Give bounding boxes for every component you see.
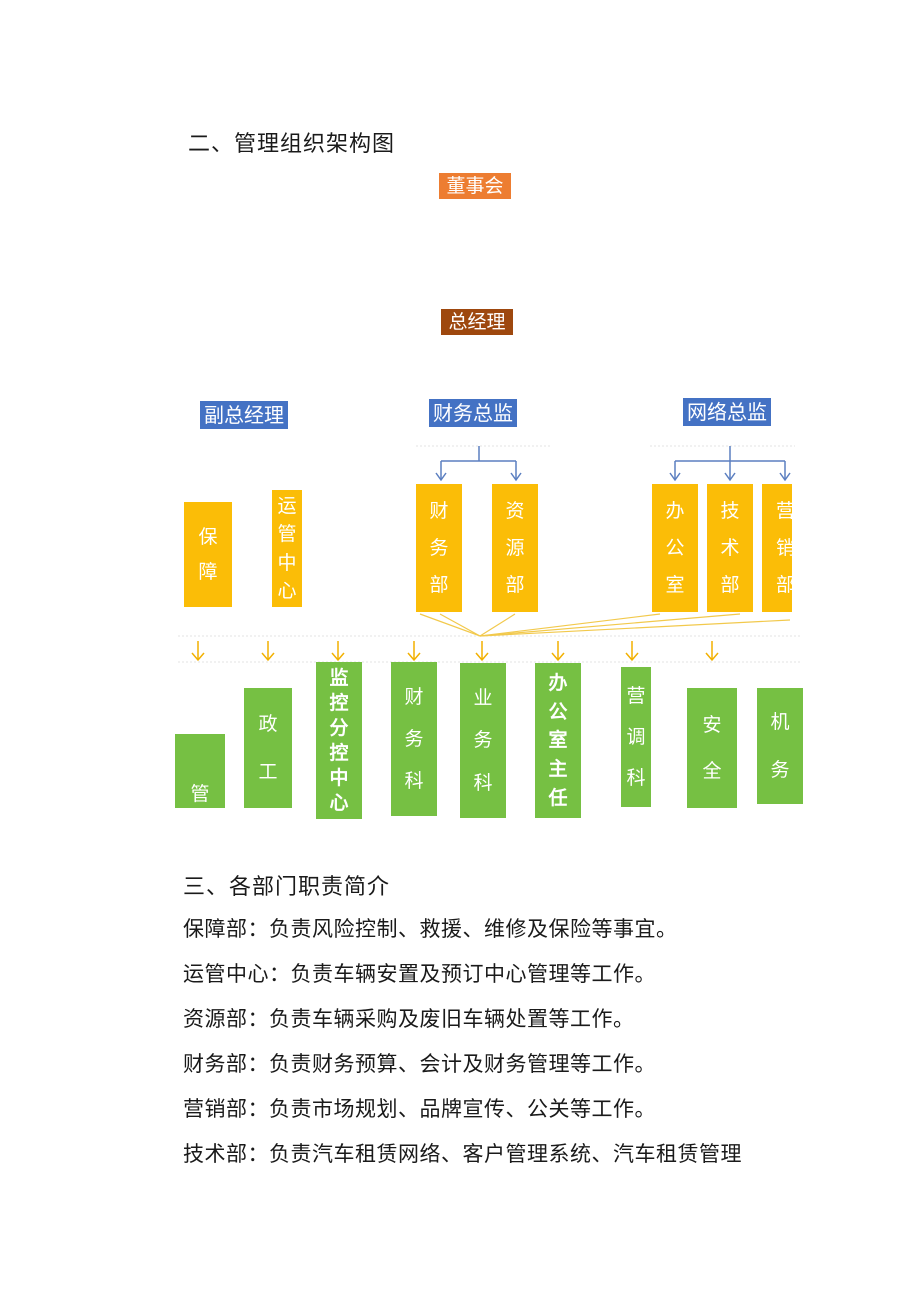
duty-line: 财务部：负责财务预算、会计及财务管理等工作。	[183, 1052, 656, 1076]
network-director-box: 网络总监	[683, 398, 771, 426]
dept-box-resource: 资源部	[492, 484, 538, 612]
duty-line: 运管中心：负责车辆安置及预订中心管理等工作。	[183, 962, 656, 986]
dept-box-baozhang: 保障	[184, 502, 232, 607]
duty-line: 技术部：负责汽车租赁网络、客户管理系统、汽车租赁管理	[183, 1142, 742, 1166]
dept-box-office: 办公室	[652, 484, 698, 612]
duty-line: 营销部：负责市场规划、品牌宣传、公关等工作。	[183, 1097, 656, 1121]
dept-box-finance: 财务部	[416, 484, 462, 612]
unit-box-office-head: 办公室主任	[535, 663, 581, 818]
general-manager-box: 总经理	[441, 309, 513, 335]
unit-box-zhenggong: 政工	[244, 688, 292, 808]
unit-box-guan: 管	[175, 734, 225, 808]
board-box: 董事会	[439, 173, 511, 199]
section3-title: 三、各部门职责简介	[183, 875, 391, 900]
dept-box-marketing: 营销部	[762, 484, 792, 612]
unit-box-yingdiaoke: 营调科	[621, 667, 651, 807]
cfo-box: 财务总监	[429, 399, 517, 427]
duty-line: 资源部：负责车辆采购及废旧车辆处置等工作。	[183, 1007, 635, 1031]
unit-box-monitor: 监控分控中心	[316, 662, 362, 819]
vice-gm-box: 副总经理	[200, 401, 288, 429]
dept-box-tech: 技术部	[707, 484, 753, 612]
section2-title: 二、管理组织架构图	[188, 132, 396, 157]
dept-box-yunguan: 运管中心	[272, 490, 302, 607]
unit-box-safety: 安全	[687, 688, 737, 808]
unit-box-jiwu: 机务	[757, 688, 803, 804]
unit-box-yewuke: 业务科	[460, 663, 506, 818]
duty-line: 保障部：负责风险控制、救援、维修及保险等事宜。	[183, 917, 678, 941]
unit-box-caiwuke: 财务科	[391, 662, 437, 816]
